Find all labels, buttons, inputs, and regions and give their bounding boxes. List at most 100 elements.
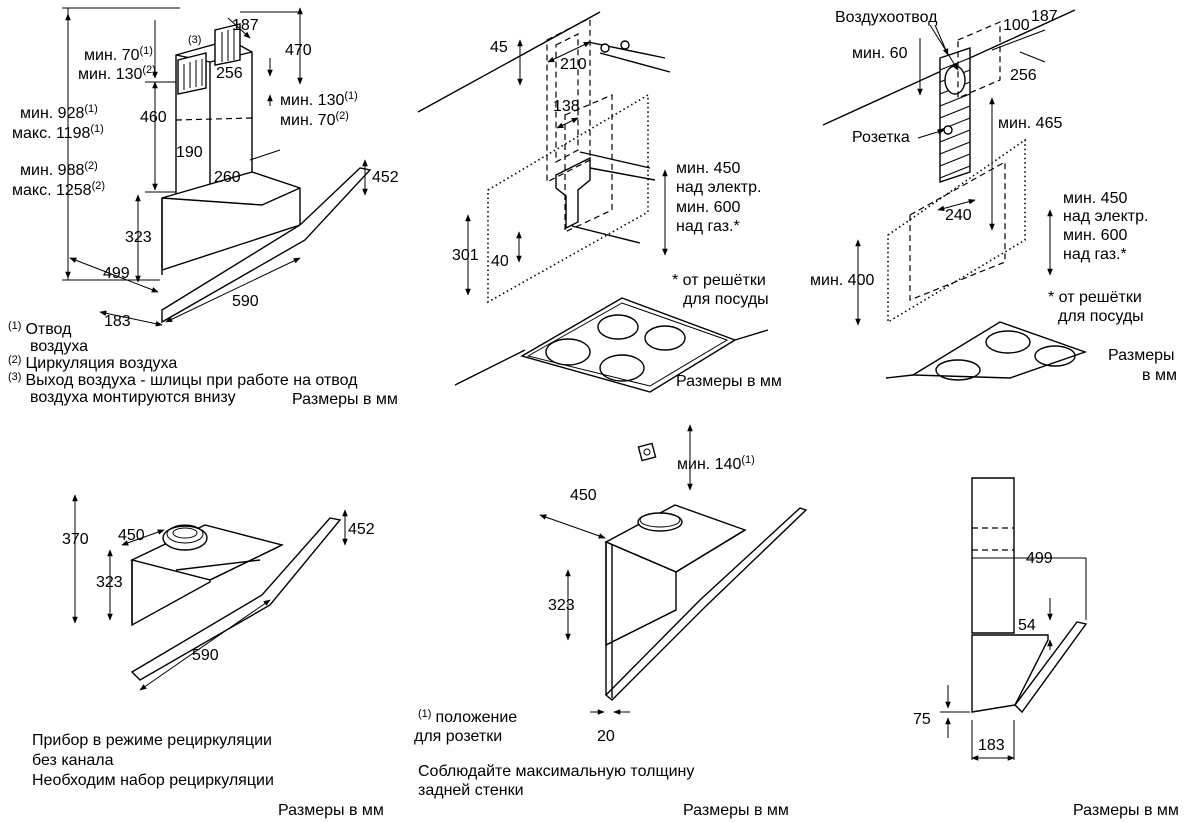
panel-chimney-hood-dimensions: 187 470 256 (3) мин. 70(1) мин. 130(2) м… [8, 7, 399, 408]
dim4-323: 323 [96, 574, 123, 591]
footnote3-grate: * от решётки [1048, 289, 1142, 306]
dim4-450: 450 [118, 527, 145, 544]
text3-over-gas: над газ.* [1063, 246, 1127, 263]
panel3-units-2: в мм [1142, 367, 1177, 384]
caption4-line2: без канала [32, 752, 114, 769]
dim-590: 590 [232, 293, 259, 310]
side-hood-drawing [971, 477, 1088, 714]
label-duct: Воздухоотвод [835, 9, 938, 26]
panel6-units: Размеры в мм [1073, 802, 1179, 819]
wall-hood-drawing [604, 504, 808, 701]
label-max1258: макс. 1258(2) [12, 180, 105, 199]
panel2-units: Размеры в мм [676, 373, 782, 390]
panel-recirculation: 370 450 323 452 590 Прибор в режиме реци… [32, 494, 384, 819]
text3-over-electric: над электр. [1063, 208, 1148, 225]
panel2-dimension-lines [465, 39, 668, 296]
panel4-dimension-lines [72, 494, 348, 691]
label-min60: мин. 60 [852, 45, 908, 62]
label-min130: мин. 130(2) [78, 64, 156, 83]
label-min988: мин. 988(2) [20, 160, 98, 179]
dim-45: 45 [490, 39, 508, 56]
dim4-452: 452 [348, 521, 375, 538]
note-3: (3)Выход воздуха - шлицы при работе на о… [8, 371, 358, 389]
hood-body-drawing [161, 167, 372, 324]
caption5-line1: Соблюдайте максимальную толщину [418, 763, 694, 780]
label-max1198: макс. 1198(1) [12, 123, 104, 142]
dim-256: 256 [216, 65, 243, 82]
panel3-units-1: Размеры [1108, 347, 1175, 364]
dim-301: 301 [452, 247, 479, 264]
caption5-line2: задней стенки [418, 782, 524, 799]
panel4-units: Размеры в мм [278, 802, 384, 819]
dim4-370: 370 [62, 531, 89, 548]
dim-187: 187 [232, 17, 259, 34]
label-min928: мин. 928(1) [20, 103, 98, 122]
dim-183: 183 [104, 313, 131, 330]
text-min450: мин. 450 [676, 160, 740, 177]
panel1-notes: (1)Отвод воздуха (2)Циркуляция воздуха (… [8, 320, 398, 408]
dim5-323: 323 [548, 597, 575, 614]
panel-wall-mounting: 45 210 138 301 40 мин. 450 над электр. м… [417, 11, 782, 393]
dim6-183: 183 [978, 737, 1005, 754]
dim5-450: 450 [570, 487, 597, 504]
dim-260: 260 [214, 169, 241, 186]
text-over-electric: над электр. [676, 179, 761, 196]
label-socket: Розетка [852, 129, 910, 146]
dim4-590: 590 [192, 647, 219, 664]
dim-240: 240 [945, 207, 972, 224]
footnote-grate: * от решётки [672, 272, 766, 289]
dim-470: 470 [285, 42, 312, 59]
dim-499: 499 [103, 265, 130, 282]
slot-grille [183, 59, 203, 90]
caption4-line1: Прибор в режиме рециркуляции [32, 732, 272, 749]
footnote-grate-cont: для посуды [683, 291, 769, 308]
panel5-dimension-lines [539, 424, 693, 715]
dim6-75: 75 [913, 711, 931, 728]
socket-square-icon [637, 442, 657, 462]
dim-138: 138 [553, 98, 580, 115]
duct-hatched [939, 47, 971, 183]
duct-opening [944, 65, 966, 95]
cooktop-drawing [454, 297, 769, 393]
dim-256-right: 256 [1010, 67, 1037, 84]
panel1-dimension-lines [62, 7, 368, 327]
note-1-cont: воздуха [30, 338, 88, 355]
dim-452: 452 [372, 169, 399, 186]
cooktop-right [885, 321, 1088, 381]
dim-460: 460 [140, 109, 167, 126]
bracket-drawing [555, 40, 671, 244]
text-over-gas: над газ.* [676, 218, 740, 235]
chimney-drawing [175, 23, 253, 206]
text3-min600: мин. 600 [1063, 227, 1127, 244]
note5-line1: (1)положение [418, 708, 517, 726]
panel-back-wall: мин. 140(1) 450 323 20 (1)положение для … [414, 424, 808, 819]
label-min140: мин. 140(1) [677, 454, 755, 473]
note-2: (2)Циркуляция воздуха [8, 354, 177, 372]
panel3-dimension-lines [855, 24, 1053, 326]
panel-side-view: 499 54 75 183 Размеры в мм [913, 477, 1179, 819]
hatching [939, 57, 971, 179]
panel6-dimension-lines [940, 557, 1087, 761]
dim6-499: 499 [1026, 550, 1053, 567]
dim6-54: 54 [1018, 617, 1036, 634]
text-min600: мин. 600 [676, 199, 740, 216]
label-min400: мин. 400 [810, 272, 874, 289]
dim-190: 190 [176, 144, 203, 161]
note5-line2: для розетки [414, 728, 502, 745]
dim-323: 323 [125, 229, 152, 246]
panel5-units: Размеры в мм [683, 802, 789, 819]
marker-3: (3) [188, 34, 201, 46]
socket-icon [943, 125, 953, 135]
dim-100: 100 [1003, 17, 1030, 34]
wall-outline-dotted [487, 93, 649, 304]
text3-min450: мин. 450 [1063, 190, 1127, 207]
note-3-cont: воздуха монтируются внизу [30, 389, 236, 406]
label-min70: мин. 70(1) [84, 45, 153, 64]
dim5-20: 20 [597, 728, 615, 745]
label-min130-right: мин. 130(1) [280, 90, 358, 109]
fan-grille [162, 524, 208, 551]
recirc-hood-drawing [129, 517, 342, 681]
dim-187-right: 187 [1031, 8, 1058, 25]
label-min465: мин. 465 [998, 115, 1062, 132]
